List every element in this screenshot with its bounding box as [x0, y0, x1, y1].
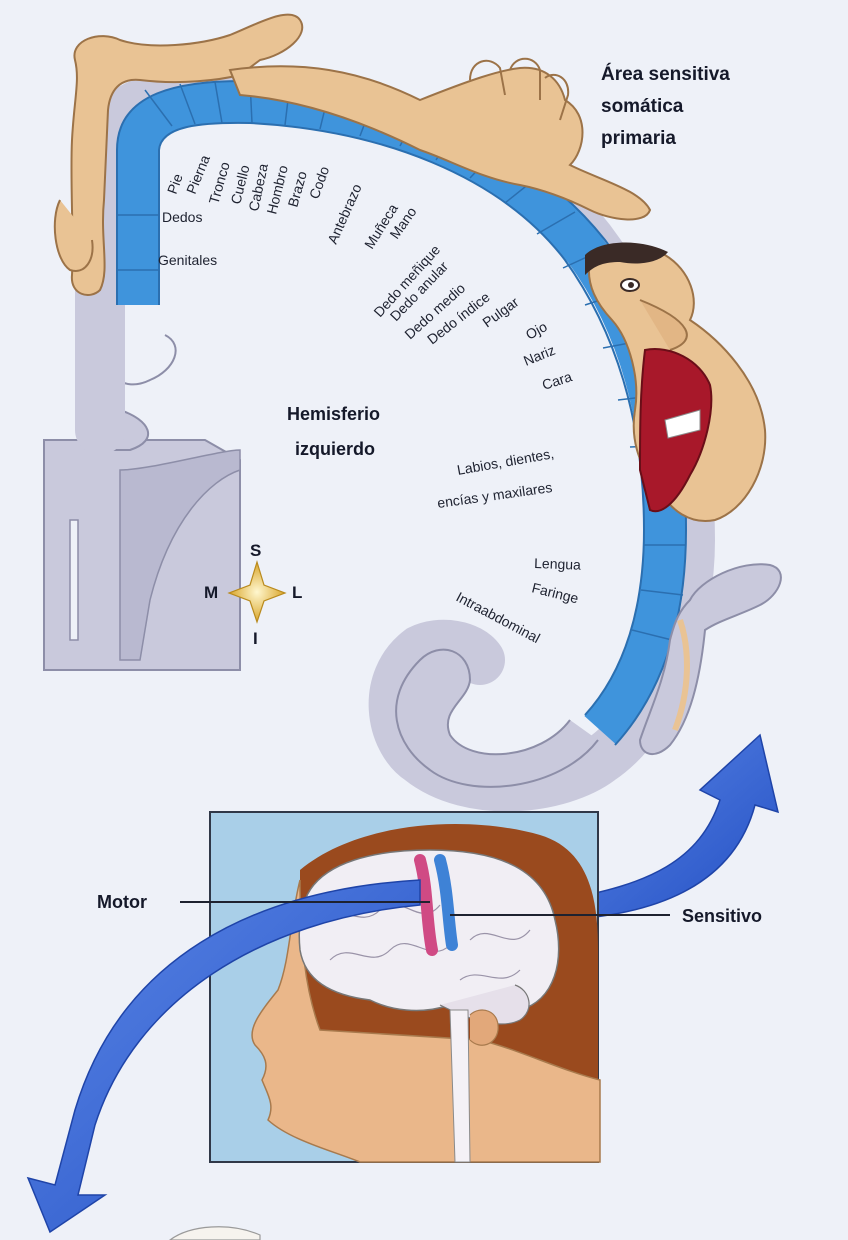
homunculus-figure [53, 13, 782, 755]
hemisphere-label-line-1: Hemisferio [287, 404, 380, 424]
area-title-line-3: primaria [601, 128, 676, 149]
somatosensory-cortex-band [117, 80, 687, 745]
area-title-line-1: Área sensitiva [601, 63, 730, 85]
sensory-label: Sensitivo [682, 906, 762, 926]
hemisphere-label-line-2: izquierdo [295, 439, 375, 459]
compass-medial: M [204, 583, 218, 602]
arrow-up-right [559, 733, 780, 921]
label-lengua: Lengua [534, 555, 581, 573]
label-dedos: Dedos [162, 209, 202, 225]
label-genitales: Genitales [158, 252, 217, 268]
motor-label: Motor [97, 892, 147, 912]
cortex-band-outline-inner [116, 79, 688, 746]
orientation-compass: S I M L [204, 541, 302, 648]
area-title-line-2: somática [601, 96, 684, 117]
compass-superior: S [250, 541, 261, 560]
temporal-fold [395, 648, 599, 788]
arrow-down-left [26, 879, 421, 1234]
label-pie: Pie [164, 171, 186, 196]
motor-strip [414, 854, 438, 956]
compass-star-icon [227, 559, 287, 624]
cortex-band-outline-outer [158, 121, 646, 716]
compass-inferior: I [253, 629, 258, 648]
sensory-strip [434, 854, 458, 951]
compass-lateral: L [292, 583, 302, 602]
brain-inset [209, 811, 601, 1163]
bottom-cut-shape [168, 1226, 261, 1240]
